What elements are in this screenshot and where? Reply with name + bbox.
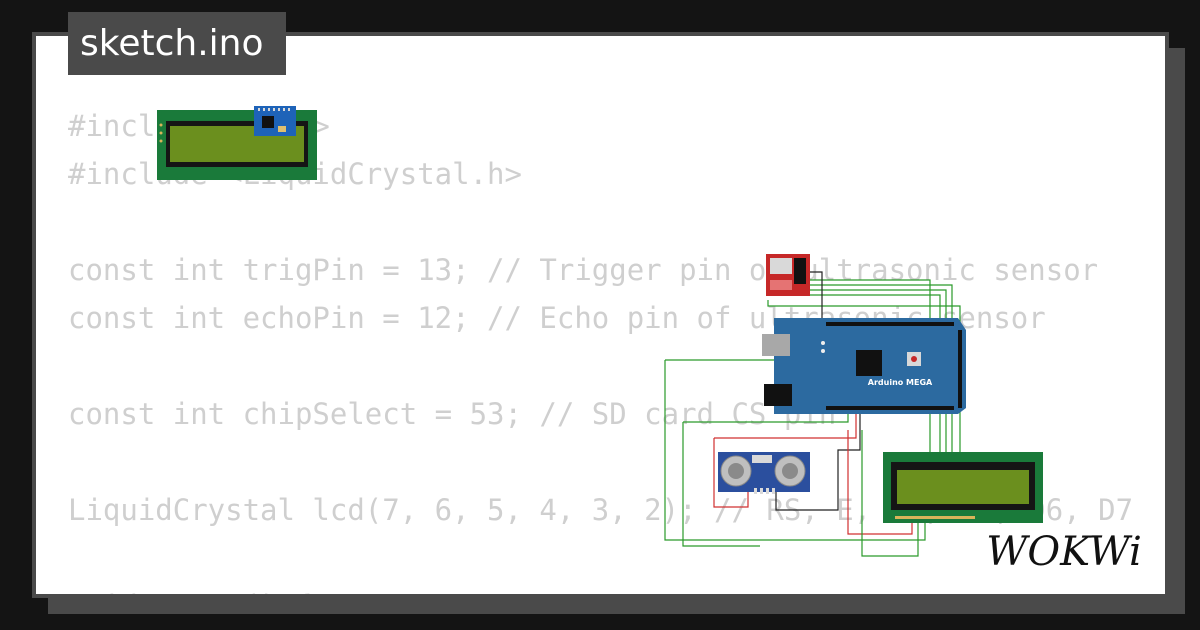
- ultrasonic-sensor[interactable]: [718, 452, 810, 494]
- code-line-7: const int chipSelect = 53; // SD card CS…: [68, 397, 837, 431]
- wokwi-logo: WOKWi: [976, 524, 1152, 580]
- code-line-11: void setup() {: [68, 582, 1132, 594]
- file-title-tab[interactable]: sketch.ino: [68, 12, 286, 75]
- code-line-4: const int trigPin = 13; // Trigger pin o…: [68, 253, 1099, 287]
- wires: [664, 271, 961, 557]
- i2c-module[interactable]: [254, 106, 296, 136]
- sd-card-module[interactable]: [766, 254, 810, 296]
- arduino-mega-board[interactable]: Arduino MEGA: [762, 318, 966, 414]
- wokwi-logo-text: WOKWi: [986, 529, 1142, 575]
- board-label: Arduino MEGA: [868, 378, 933, 387]
- lcd-display-2[interactable]: [883, 452, 1043, 523]
